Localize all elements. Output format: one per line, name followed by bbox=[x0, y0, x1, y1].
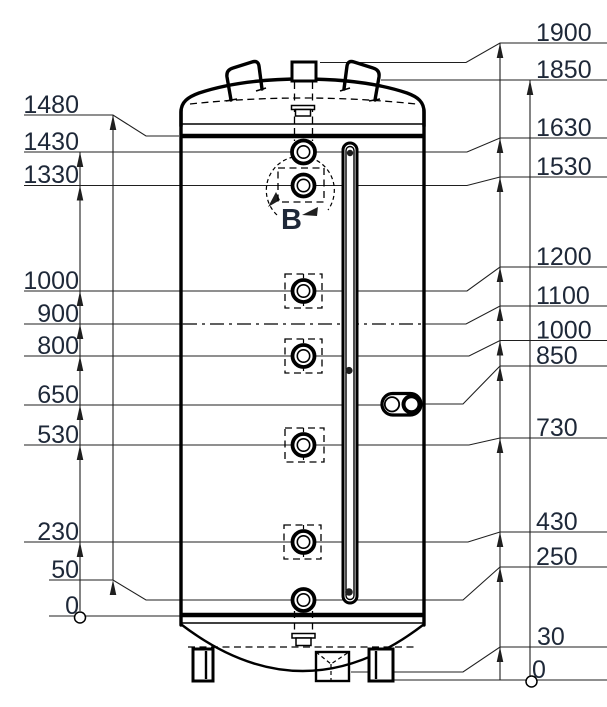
dimension-lines-left bbox=[24, 114, 383, 624]
port-circle-5 bbox=[284, 427, 325, 463]
bottom-connection bbox=[291, 611, 316, 647]
port-circle-4 bbox=[284, 338, 323, 374]
dim-right-1630: 1630 bbox=[536, 114, 592, 142]
dim-right-1100: 1100 bbox=[536, 282, 590, 310]
datum-circle-right bbox=[525, 675, 538, 688]
dimension-lines-right bbox=[315, 42, 607, 688]
arc-arrow-left bbox=[268, 192, 280, 207]
dim-left-1480: 1480 bbox=[23, 91, 79, 119]
bottom-assembly bbox=[181, 611, 424, 683]
dim-right-430: 430 bbox=[536, 508, 578, 536]
dim-right-1900: 1900 bbox=[536, 19, 592, 47]
dished-bottom bbox=[181, 624, 424, 673]
dim-right-850: 850 bbox=[536, 342, 578, 370]
sensor-dot-bottom bbox=[345, 588, 353, 596]
arc-arrow-right bbox=[302, 207, 318, 216]
port-circle-2 bbox=[277, 167, 325, 203]
top-connection bbox=[290, 60, 318, 141]
dim-right-730: 730 bbox=[536, 414, 578, 442]
tank-ports bbox=[277, 138, 325, 613]
lifting-lug-left bbox=[225, 59, 267, 102]
port-circle-3 bbox=[284, 273, 323, 309]
sensor-dot-top bbox=[346, 149, 354, 157]
dim-labels-right: 1900 1850 1630 1530 1200 1100 1000 850 7… bbox=[532, 19, 592, 684]
dim-left-230: 230 bbox=[37, 518, 79, 546]
port-circle-6 bbox=[283, 524, 322, 560]
leg-right bbox=[367, 647, 395, 683]
dim-left-800: 800 bbox=[37, 332, 79, 360]
dim-left-900: 900 bbox=[37, 300, 79, 328]
rear-leg-hidden bbox=[314, 650, 351, 683]
port-circle-7 bbox=[290, 587, 317, 613]
side-port bbox=[380, 391, 423, 417]
dim-right-0: 0 bbox=[532, 656, 546, 684]
port-circle-1 bbox=[290, 138, 317, 166]
dim-labels-left: 1480 1430 1330 1000 900 800 650 530 230 … bbox=[23, 91, 79, 620]
dim-left-0: 0 bbox=[65, 592, 79, 620]
tank-dome bbox=[179, 77, 426, 128]
dim-left-650: 650 bbox=[37, 381, 79, 409]
dome-weld-seam bbox=[189, 97, 417, 105]
dim-right-250: 250 bbox=[536, 543, 578, 571]
dim-right-1530: 1530 bbox=[536, 153, 592, 181]
dim-right-1850: 1850 bbox=[536, 56, 592, 84]
dim-left-530: 530 bbox=[37, 421, 79, 449]
sensor-strip bbox=[341, 141, 359, 605]
dim-right-30: 30 bbox=[537, 623, 565, 651]
dim-left-1000: 1000 bbox=[23, 267, 79, 295]
top-nozzle-stub bbox=[290, 60, 318, 83]
dim-left-50: 50 bbox=[51, 556, 79, 584]
dim-right-1200: 1200 bbox=[536, 243, 592, 271]
dim-left-1430: 1430 bbox=[23, 128, 79, 156]
dim-left-1330: 1330 bbox=[23, 161, 79, 189]
sensor-dot-middle bbox=[345, 366, 353, 375]
leg-left bbox=[191, 647, 215, 683]
datum-circle-left bbox=[73, 611, 87, 624]
lifting-lug-right bbox=[339, 59, 381, 102]
dim-right-1000: 1000 bbox=[536, 317, 592, 345]
view-label-b: B bbox=[281, 204, 302, 236]
